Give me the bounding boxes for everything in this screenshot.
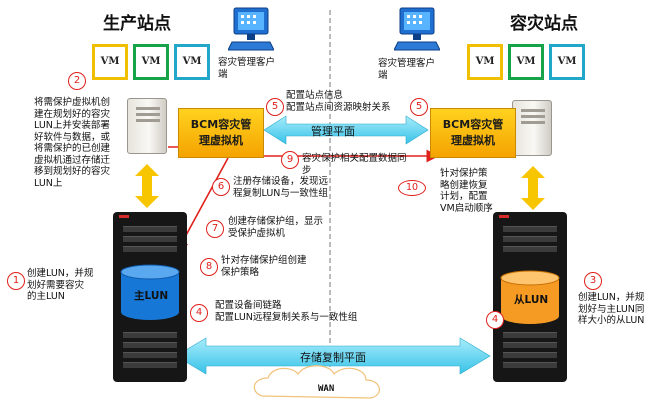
step-6-text: 注册存储设备，发现远程复制LUN与一致性组	[233, 176, 329, 199]
dr-site-title: 容灾站点	[510, 14, 578, 34]
storage-plane-label: 存储复制平面	[300, 351, 366, 364]
step-4-text: 配置设备间链路配置LUN远程复制关系与一致性组	[215, 300, 358, 323]
production-site-title: 生产站点	[103, 14, 171, 34]
step-7-marker: 7	[206, 220, 224, 238]
step-2-marker: 2	[68, 72, 86, 90]
step-8-marker: 8	[200, 258, 218, 276]
storage-plane-arrow	[175, 337, 491, 375]
wan-label: WAN	[318, 384, 335, 394]
step-9-text: 容灾保护相关配置数据同步	[302, 153, 407, 176]
vm-box[interactable]: VM	[508, 44, 544, 80]
yellow-arrow-left	[135, 164, 159, 208]
primary-lun-label: 主LUN	[134, 290, 169, 302]
bcm-vm-left[interactable]: BCM容灾管理虚拟机	[178, 108, 264, 158]
secondary-lun-label: 从LUN	[514, 294, 549, 306]
vm-box[interactable]: VM	[174, 44, 210, 80]
vm-box[interactable]: VM	[133, 44, 169, 80]
monitor-icon[interactable]	[394, 6, 440, 52]
step-4-marker: 4	[190, 304, 208, 322]
monitor-icon[interactable]	[228, 6, 274, 52]
mgmt-plane-label: 管理平面	[311, 125, 355, 138]
step-9-marker: 9	[281, 151, 299, 169]
client-left-label: 容灾管理客户端	[218, 57, 276, 80]
yellow-arrow-right	[521, 166, 545, 210]
primary-lun-cylinder	[120, 264, 180, 320]
step-5-text: 配置站点信息配置站点间资源映射关系	[286, 90, 391, 113]
secondary-lun-cylinder	[500, 270, 560, 324]
step-5-marker-right: 5	[410, 98, 428, 116]
step-10-marker: 10	[398, 180, 426, 196]
server-icon[interactable]	[127, 98, 167, 154]
server-icon[interactable]	[512, 100, 552, 156]
wan-cloud	[253, 365, 380, 399]
step-5-marker: 5	[266, 98, 284, 116]
client-right-label: 容灾管理客户端	[378, 58, 436, 81]
bcm-vm-right[interactable]: BCM容灾管理虚拟机	[430, 108, 516, 158]
step-3-text: 创建LUN，并规划好与主LUN同样大小的从LUN	[578, 292, 645, 326]
mgmt-plane-arrow	[263, 115, 429, 145]
step-3-marker: 3	[584, 272, 602, 290]
vm-box[interactable]: VM	[467, 44, 503, 80]
step-4-marker-right: 4	[486, 311, 504, 329]
vm-box[interactable]: VM	[549, 44, 585, 80]
step-8-text: 针对存储保护组创建保护策略	[221, 255, 307, 278]
vm-box[interactable]: VM	[92, 44, 128, 80]
step-1-text: 创建LUN，并规划好需要容灾的主LUN	[27, 268, 94, 302]
step-7-text: 创建存储保护组，显示受保护虚拟机	[228, 216, 324, 239]
step-6-marker: 6	[212, 178, 230, 196]
step-1-marker: 1	[7, 272, 25, 290]
